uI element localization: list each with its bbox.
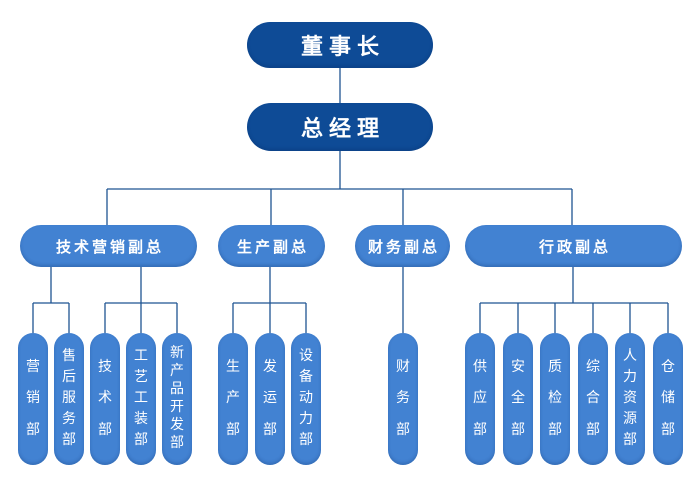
dept-pill-quality-inspection: 质检部 bbox=[540, 333, 570, 465]
node-vp-admin: 行政副总 bbox=[465, 225, 682, 267]
dept-pill-supply: 供应部 bbox=[465, 333, 495, 465]
dept-label: 财务部 bbox=[396, 357, 410, 437]
dept-label: 质检部 bbox=[548, 357, 562, 437]
dept-pill-general-affairs: 综合部 bbox=[578, 333, 608, 465]
dept-label: 人力资源部 bbox=[623, 347, 637, 447]
dept-pill-warehouse: 仓储部 bbox=[653, 333, 683, 465]
dept-pill-equipment-power: 设备动力部 bbox=[291, 333, 321, 465]
dept-label: 发运部 bbox=[263, 357, 277, 437]
dept-pill-human-resources: 人力资源部 bbox=[615, 333, 645, 465]
dept-label: 供应部 bbox=[473, 357, 487, 437]
dept-pill-production: 生产部 bbox=[218, 333, 248, 465]
dept-label: 工艺工装部 bbox=[134, 347, 148, 447]
vp-production-label: 生产副总 bbox=[236, 238, 309, 256]
dept-label: 新产品开发部 bbox=[170, 344, 184, 450]
dept-pill-marketing: 营销部 bbox=[18, 333, 48, 465]
connector-vp-tech-marketing-to-depts bbox=[32, 267, 178, 333]
dept-pill-shipping: 发运部 bbox=[255, 333, 285, 465]
dept-pill-safety: 安全部 bbox=[503, 333, 533, 465]
connector-vp-production-to-depts bbox=[232, 267, 307, 333]
dept-label: 设备动力部 bbox=[299, 347, 313, 447]
dept-label: 安全部 bbox=[511, 357, 525, 437]
node-vp-production: 生产副总 bbox=[218, 225, 325, 267]
node-vp-finance: 财务副总 bbox=[355, 225, 450, 267]
vp-tech-marketing-label: 技术营销副总 bbox=[55, 238, 164, 256]
dept-label: 生产部 bbox=[226, 357, 240, 437]
dept-label: 综合部 bbox=[586, 357, 600, 437]
chairman-label: 董事长 bbox=[300, 34, 385, 59]
vp-finance-label: 财务副总 bbox=[367, 238, 440, 256]
dept-pill-after-sales-service: 售后服务部 bbox=[54, 333, 84, 465]
connector-gm-to-vps bbox=[106, 151, 573, 225]
dept-pill-new-product-development: 新产品开发部 bbox=[162, 333, 192, 465]
dept-pill-process-tooling: 工艺工装部 bbox=[126, 333, 156, 465]
connector-vp-admin-to-depts bbox=[479, 267, 669, 333]
dept-pill-finance: 财务部 bbox=[388, 333, 418, 465]
vp-admin-label: 行政副总 bbox=[538, 238, 611, 256]
node-vp-tech-marketing: 技术营销副总 bbox=[20, 225, 197, 267]
dept-label: 仓储部 bbox=[661, 357, 675, 437]
dept-label: 技术部 bbox=[98, 357, 112, 437]
dept-label: 售后服务部 bbox=[62, 347, 76, 447]
node-chairman: 董事长 bbox=[247, 22, 433, 68]
node-general-manager: 总经理 bbox=[247, 103, 433, 151]
general-manager-label: 总经理 bbox=[300, 116, 385, 141]
dept-label: 营销部 bbox=[26, 357, 40, 437]
dept-pill-technology: 技术部 bbox=[90, 333, 120, 465]
